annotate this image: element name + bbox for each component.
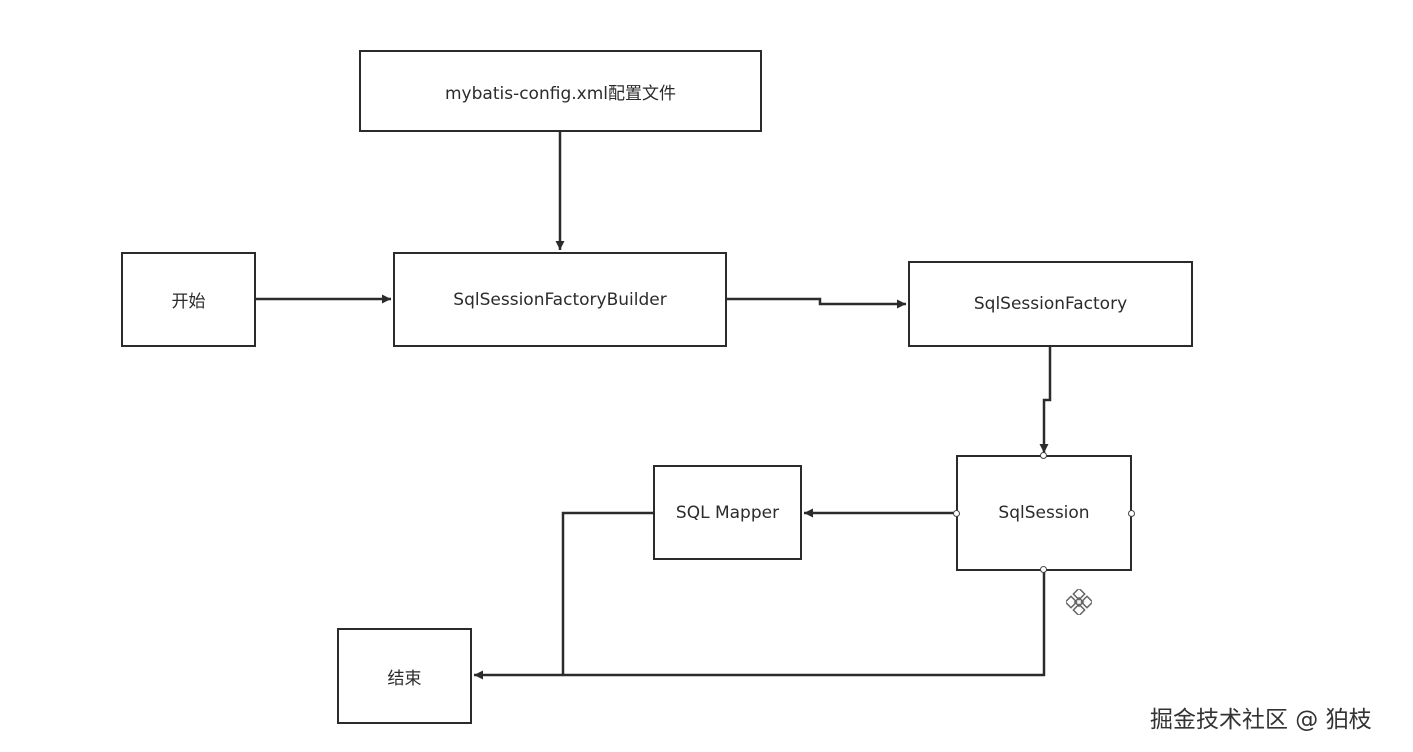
node-mybatis-config-label: mybatis-config.xml配置文件 (445, 83, 676, 104)
connection-handle-bottom[interactable] (1040, 566, 1047, 573)
watermark: 掘金技术社区 @ 狛枝 (1150, 707, 1372, 733)
node-sqlsessionfactory-label: SqlSessionFactory (973, 294, 1128, 314)
connection-handle-right[interactable] (1128, 510, 1135, 517)
edge-factory-to-session (1039, 347, 1052, 453)
node-sqlsession-label: SqlSession (998, 503, 1090, 523)
node-start-label: 开始 (171, 292, 206, 312)
node-sql-mapper[interactable]: SQL Mapper (653, 465, 802, 560)
node-sqlsessionfactory[interactable]: SqlSessionFactory (908, 261, 1193, 347)
node-sqlsessionfactorybuilder-label: SqlSessionFactoryBuilder (453, 289, 667, 310)
node-end[interactable]: 结束 (337, 628, 472, 724)
node-sql-mapper-label: SQL Mapper (675, 502, 780, 523)
node-end-label: 结束 (387, 668, 422, 689)
edge-session-to-end (474, 571, 1046, 680)
connection-handle-top[interactable] (1040, 452, 1047, 459)
edge-mapper-to-end (561, 511, 653, 675)
connection-handle-left[interactable] (953, 510, 960, 517)
node-start[interactable]: 开始 (121, 252, 256, 347)
node-sqlsessionfactorybuilder[interactable]: SqlSessionFactoryBuilder (393, 252, 727, 347)
move-handle-icon[interactable] (1066, 589, 1092, 615)
node-sqlsession[interactable]: SqlSession (956, 455, 1132, 571)
node-mybatis-config[interactable]: mybatis-config.xml配置文件 (359, 50, 762, 132)
edge-builder-to-factory (727, 297, 906, 309)
